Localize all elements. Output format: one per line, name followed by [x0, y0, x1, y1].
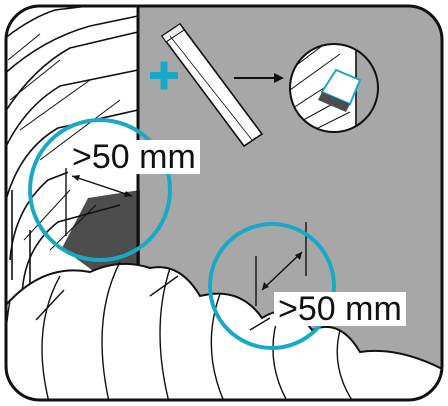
- wall-gap-shadow: [62, 190, 140, 276]
- lower-highlight-circle: [208, 222, 336, 350]
- clearance-label-upper: >50 mm: [68, 140, 200, 174]
- clearance-label-lower: >50 mm: [274, 292, 406, 326]
- dimension-arrow-icon: [261, 251, 303, 291]
- frame-border: [4, 4, 444, 402]
- batten-icon: [160, 22, 264, 148]
- arrow-right-icon: [234, 73, 284, 83]
- plus-icon: [150, 61, 178, 90]
- dimension-arrow-icon: [71, 175, 133, 197]
- upper-highlight-circle: [28, 118, 172, 262]
- front-roof-tiles: [6, 262, 442, 400]
- detail-magnifier-icon: [289, 43, 379, 133]
